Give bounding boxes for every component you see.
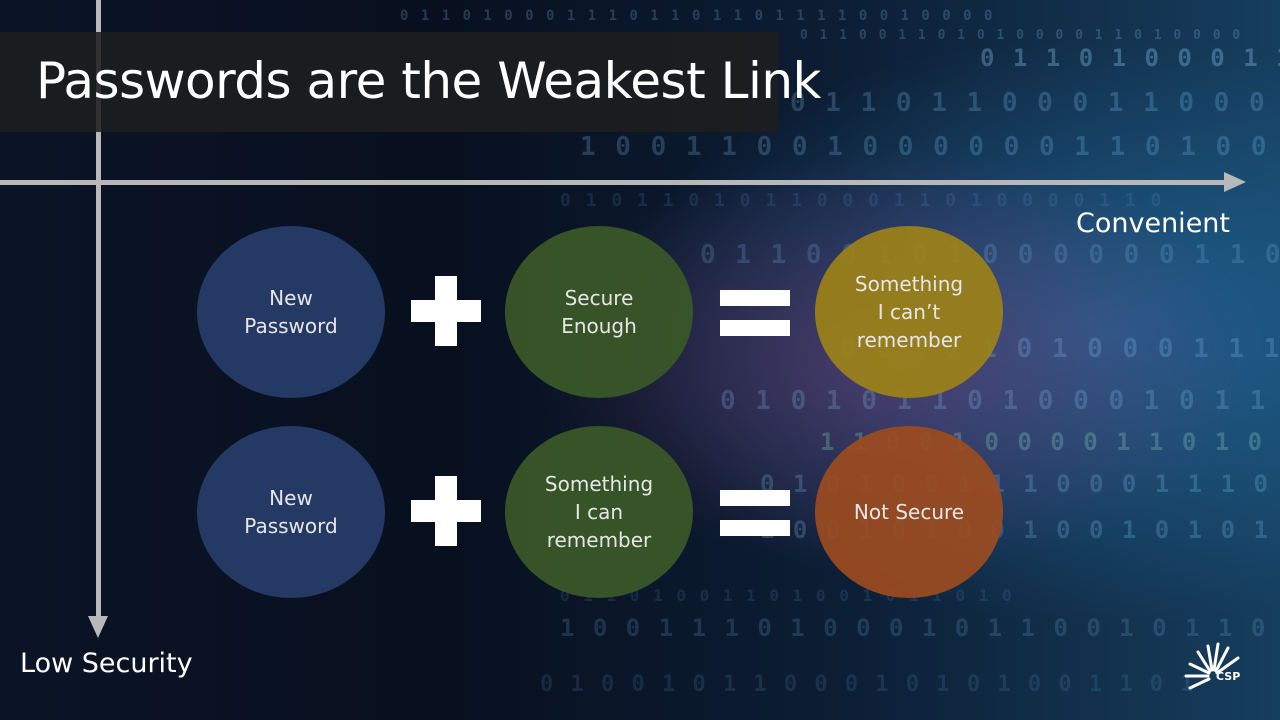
not-secure-circle: Not Secure [815, 426, 1003, 598]
binary-background-line: 0 1 0 1 1 0 1 0 1 1 0 0 0 1 1 0 1 0 0 0 … [560, 190, 1164, 211]
new-password-circle: New Password [197, 426, 385, 598]
circle-text-line: I can [574, 500, 624, 524]
y-axis-label: Low Security [20, 648, 193, 679]
circle-text-line: New [269, 486, 313, 510]
circle-text: Something I can’t remember [855, 270, 963, 354]
binary-background-line: 0 1 1 0 0 1 0 1 0 0 0 0 0 0 1 1 0 1 1 [700, 240, 1280, 270]
binary-background-line: 0 1 1 0 1 0 0 0 1 1 1 0 1 1 0 1 1 0 1 1 … [400, 8, 995, 24]
csp-logo-icon [1184, 642, 1240, 690]
logo-text: CSP [1216, 670, 1241, 683]
circle-text-line: Password [244, 314, 338, 338]
binary-background-line: 0 1 1 0 1 1 0 0 0 1 1 0 0 0 1 1 0 1 1 0 [790, 88, 1280, 118]
can-remember-circle: Something I can remember [505, 426, 693, 598]
binary-background-line: 1 0 0 1 1 1 0 1 0 0 0 1 0 1 1 0 0 1 0 1 … [560, 614, 1268, 642]
title-bar [0, 32, 778, 132]
circle-text-line: Something [854, 272, 964, 296]
binary-background-line: 0 1 0 1 0 1 1 0 1 0 0 0 1 0 1 1 0 0 0 [720, 386, 1280, 416]
circle-text: Something I can remember [545, 470, 653, 554]
circle-text-line: remember [546, 528, 652, 552]
binary-background-line: 0 1 0 0 1 0 1 1 0 0 0 1 0 1 0 1 0 0 1 1 … [540, 672, 1196, 697]
circle-text-line: I can’t [877, 300, 941, 324]
circle-text: New Password [244, 284, 337, 340]
circle-text-line: Secure [564, 286, 634, 310]
binary-background-line: 0 1 1 0 0 1 1 0 1 0 1 0 0 0 0 1 1 0 1 0 … [800, 28, 1243, 43]
new-password-circle: New Password [197, 226, 385, 398]
circle-text: New Password [244, 484, 337, 540]
circle-text: Secure Enough [561, 284, 637, 340]
y-axis-arrowhead [88, 616, 108, 638]
circle-text-line: Password [244, 514, 338, 538]
plus-sign [411, 276, 481, 346]
binary-background-line: 0 1 1 0 1 0 0 0 1 1 0 1 0 0 1 0 1 [980, 44, 1280, 72]
binary-background-line: 1 0 0 1 1 0 0 1 0 0 0 0 0 0 1 1 0 1 0 0 … [580, 132, 1280, 162]
circle-text-line: remember [856, 328, 962, 352]
circle-text-line: Not Secure [853, 500, 965, 524]
equals-sign [720, 290, 790, 336]
y-axis-line [96, 0, 101, 622]
circle-text: Not Secure [854, 498, 964, 526]
x-axis-arrowhead [1224, 172, 1246, 192]
equals-sign [720, 490, 790, 536]
x-axis-line [0, 180, 1230, 185]
x-axis-label: Convenient [1076, 208, 1230, 239]
circle-text-line: Enough [561, 314, 637, 338]
cant-remember-circle: Something I can’t remember [815, 226, 1003, 398]
slide-title: Passwords are the Weakest Link [36, 52, 821, 110]
plus-sign [411, 476, 481, 546]
secure-enough-circle: Secure Enough [505, 226, 693, 398]
circle-text-line: Something [544, 472, 654, 496]
circle-text-line: New [269, 286, 313, 310]
